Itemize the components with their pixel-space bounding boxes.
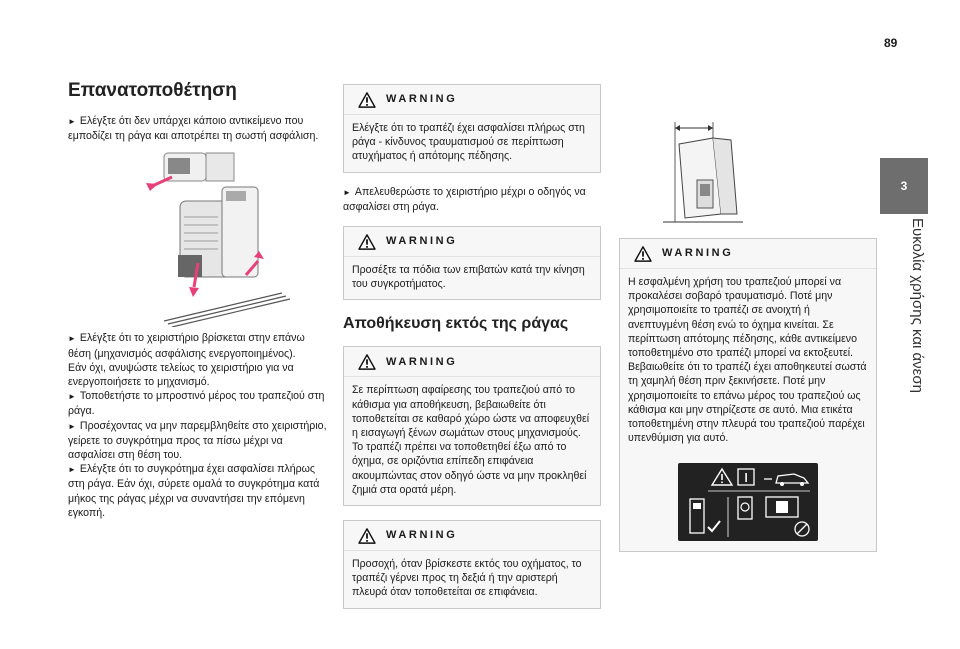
table-open-icon <box>737 496 753 521</box>
warning-box: WARNING Προσοχή, όταν βρίσκεστε εκτός το… <box>343 520 601 609</box>
bullet-paragraph: ►Προσέχοντας να μην παρεμβληθείτε στο χε… <box>68 419 327 462</box>
bullet-arrow-icon: ► <box>68 392 76 402</box>
warning-label: WARNING <box>386 529 458 542</box>
chapter-number: 3 <box>900 179 908 193</box>
bullet-paragraph: ►Απελευθερώστε το χειριστήριο μέχρι ο οδ… <box>343 185 586 213</box>
page-number: 89 <box>884 36 898 50</box>
bullet-arrow-icon: ► <box>68 334 76 344</box>
bullet-arrow-icon: ► <box>68 465 76 475</box>
warning-box: WARNING Ελέγξτε ότι το τραπέζι έχει ασφα… <box>343 84 601 173</box>
table-side-illustration <box>663 122 743 223</box>
prohibited-icon <box>794 521 810 538</box>
column-safety: WARNING Η εσφαλμένη χρήση του τραπεζιού … <box>619 118 877 553</box>
warning-header: WARNING <box>620 239 876 269</box>
warning-label: WARNING <box>386 235 458 248</box>
section-title-reinstall: Επανατοποθέτηση <box>68 80 237 101</box>
column-warnings: WARNING Ελέγξτε ότι το τραπέζι έχει ασφα… <box>343 84 601 609</box>
caution-label-sticker <box>678 463 818 542</box>
warning-label: WARNING <box>662 247 734 260</box>
bullet-arrow-icon: ► <box>68 421 76 431</box>
warning-header: WARNING <box>344 85 600 115</box>
warning-text: Σε περίπτωση αφαίρεσης του τραπεζιού από… <box>352 384 590 496</box>
paragraph: Εάν όχι, ανυψώστε τελείως το χειριστήριο… <box>68 361 294 389</box>
bullet-paragraph: ►Τοποθετήστε το μπροστινό μέρος του τραπ… <box>68 390 325 418</box>
table-ok-icon <box>689 498 721 535</box>
warning-box: WARNING Η εσφαλμένη χρήση του τραπεζιού … <box>619 238 877 553</box>
bullet-paragraph: ►Ελέγξτε ότι το συγκρότημα έχει ασφαλίσε… <box>68 463 320 519</box>
warning-triangle-icon <box>358 92 376 108</box>
warning-header: WARNING <box>344 521 600 552</box>
bullet-paragraph: ►Ελέγξτε ότι δεν υπάρχει κάποιο αντικείμ… <box>68 115 319 143</box>
warning-box: WARNING Προσέξτε τα πόδια των επιβατών κ… <box>343 226 601 301</box>
manual-book-icon <box>737 468 755 487</box>
warning-text: Προσέξτε τα πόδια των επιβατών κατά την … <box>352 264 585 291</box>
table-rail-illustration <box>146 152 291 328</box>
column-reinstall: Επανατοποθέτηση ►Ελέγξτε ότι δεν υπάρχει… <box>68 80 328 520</box>
table-top-icon <box>765 496 799 519</box>
warning-triangle-icon <box>358 354 376 370</box>
section-title-storage: Αποθήκευση εκτός της ράγας <box>343 315 569 333</box>
warning-text: Ελέγξτε ότι το τραπέζι έχει ασφαλίσει πλ… <box>352 122 585 163</box>
warning-label: WARNING <box>386 355 458 368</box>
warning-text: Προσοχή, όταν βρίσκεστε εκτός του οχήματ… <box>352 558 582 599</box>
bullet-paragraph: ►Ελέγξτε ότι το χειριστήριο βρίσκεται στ… <box>68 332 305 360</box>
warning-header: WARNING <box>344 347 600 378</box>
warning-header: WARNING <box>344 227 600 258</box>
warning-box: WARNING Σε περίπτωση αφαίρεσης του τραπε… <box>343 346 601 507</box>
warning-triangle-icon <box>710 468 734 487</box>
warning-label: WARNING <box>386 93 458 106</box>
warning-text: Η εσφαλμένη χρήση του τραπεζιού μπορεί ν… <box>628 276 867 445</box>
warning-triangle-icon <box>634 246 652 262</box>
warning-triangle-icon <box>358 234 376 250</box>
bullet-arrow-icon: ► <box>343 187 351 197</box>
car-icon <box>764 473 810 487</box>
bullet-arrow-icon: ► <box>68 117 76 126</box>
chapter-tab[interactable]: 3 <box>880 158 928 214</box>
warning-triangle-icon <box>358 528 376 544</box>
chapter-title: Ευκολία χρήσης και άνεση <box>909 218 926 393</box>
